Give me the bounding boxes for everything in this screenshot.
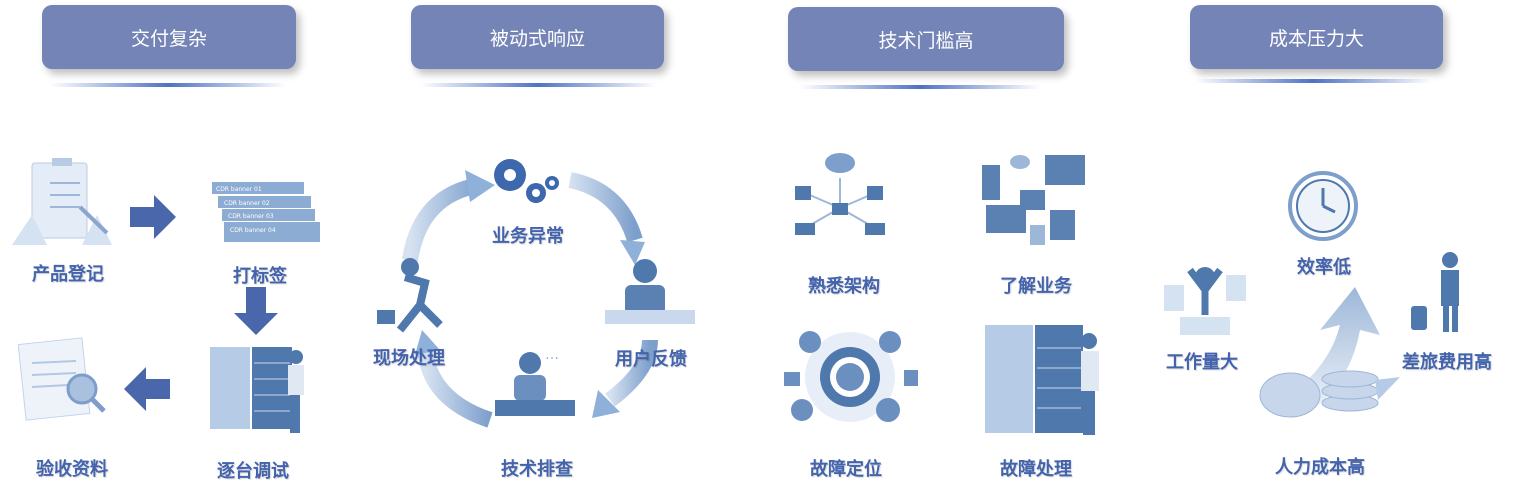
globe-fault-locate-icon <box>784 331 918 422</box>
svg-text:CDR banner 03: CDR banner 03 <box>228 213 274 220</box>
header-underline <box>420 83 656 87</box>
step-debug-each: 逐台调试 <box>217 461 289 482</box>
cost-heavy-workload: 工作量大 <box>1166 352 1238 373</box>
cost-low-efficiency: 效率低 <box>1297 257 1351 278</box>
labels-stack-icon: CDR banner 01 CDR banner 02 CDR banner 03 C… <box>212 182 320 242</box>
stressed-worker-icon <box>1164 267 1246 335</box>
business-traveler-icon <box>1411 252 1459 332</box>
arrow-down-icon <box>234 287 278 335</box>
support-agent-icon: … <box>495 347 575 416</box>
running-person-icon <box>377 258 443 333</box>
svg-text:CDR banner 02: CDR banner 02 <box>224 200 270 207</box>
svg-text:CDR banner 01: CDR banner 01 <box>216 186 262 193</box>
svg-text:CDR banner 04: CDR banner 04 <box>230 227 276 234</box>
step-acceptance-docs: 验收资料 <box>36 459 108 480</box>
devices-network-icon <box>982 155 1085 245</box>
clipboard-icon <box>12 158 112 245</box>
rising-coins-arrow-icon <box>1259 287 1400 418</box>
document-magnifier-icon <box>18 337 106 421</box>
header-underline <box>1195 79 1431 83</box>
architecture-network-icon <box>795 153 885 235</box>
step-business-anomaly: 业务异常 <box>492 226 564 247</box>
step-labeling: 打标签 <box>233 266 287 287</box>
step-onsite-handling: 现场处理 <box>373 348 445 369</box>
arrow-right-icon <box>130 195 176 239</box>
server-rack-technician-icon <box>210 347 304 433</box>
step-product-register: 产品登记 <box>32 264 104 285</box>
clock-icon <box>1288 171 1358 241</box>
header-underline <box>50 83 286 87</box>
step-fault-locate: 故障定位 <box>810 459 882 480</box>
cost-high-travel: 差旅费用高 <box>1402 352 1492 373</box>
header-cost-pressure: 成本压力大 <box>1190 5 1443 69</box>
cycle-arrows <box>402 170 658 428</box>
header-delivery-complex: 交付复杂 <box>42 5 296 69</box>
header-high-threshold: 技术门槛高 <box>788 7 1064 71</box>
step-understand-business: 了解业务 <box>1000 276 1072 297</box>
user-phone-icon <box>605 259 695 324</box>
ellipsis-icon: … <box>545 347 559 363</box>
step-user-feedback: 用户反馈 <box>615 349 687 370</box>
arrow-left-icon <box>124 367 170 411</box>
cost-high-labor: 人力成本高 <box>1275 457 1365 478</box>
step-tech-investigation: 技术排查 <box>501 459 573 480</box>
step-fault-handling: 故障处理 <box>1000 459 1072 480</box>
step-know-architecture: 熟悉架构 <box>808 276 880 297</box>
rack-technician-icon <box>985 325 1099 435</box>
header-passive-response: 被动式响应 <box>411 5 664 69</box>
header-underline <box>800 85 1040 89</box>
gears-icon <box>494 159 559 203</box>
